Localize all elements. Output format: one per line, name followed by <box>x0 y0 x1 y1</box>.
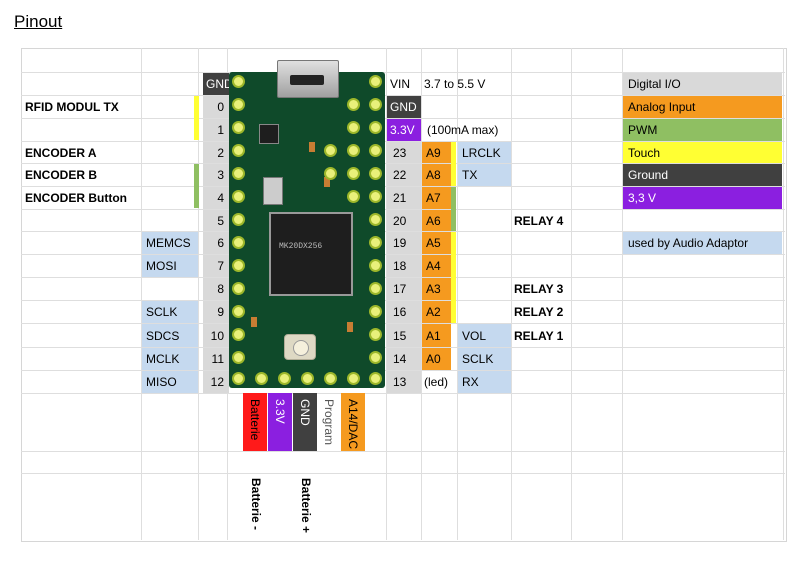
pin-17: 17 <box>387 278 421 300</box>
analog-a4: A4 <box>422 255 451 277</box>
legend-digital-io: Digital I/O <box>623 73 782 95</box>
bottom-program: Program <box>322 399 336 446</box>
touch-marker-right-2 <box>451 232 456 323</box>
audio-pin-miso: MISO <box>142 371 198 393</box>
vin-pin: VIN <box>390 77 411 91</box>
legend-audio: used by Audio Adaptor <box>623 232 782 254</box>
pin-16: 16 <box>387 301 421 323</box>
pin-5: 5 <box>203 210 229 231</box>
audio-pin-memcs: MEMCS <box>142 232 198 254</box>
audio-pin-mosi: MOSI <box>142 255 198 277</box>
analog-a7: A7 <box>422 187 451 209</box>
analog-a5: A5 <box>422 232 451 254</box>
pin-8: 8 <box>203 278 229 300</box>
analog-a3: A3 <box>422 278 451 300</box>
v33-pin: 3.3V <box>387 119 421 141</box>
pin-23: 23 <box>387 142 421 163</box>
encoder-a-label: ENCODER A <box>25 146 97 160</box>
pin-7: 7 <box>203 255 229 277</box>
pin-6: 6 <box>203 232 229 254</box>
audio-pin-mclk: MCLK <box>142 348 198 370</box>
audio-pin-sdcs: SDCS <box>142 324 198 347</box>
battery-minus-label: Batterie - <box>249 478 263 531</box>
page-title: Pinout <box>14 12 63 31</box>
pin-1: 1 <box>203 119 229 141</box>
pin-11: 11 <box>203 348 229 370</box>
crystal <box>263 177 283 205</box>
vin-range: 3.7 to 5.5 V <box>424 77 486 91</box>
legend-analog: Analog Input <box>623 96 782 118</box>
pin-22: 22 <box>387 164 421 186</box>
encoder-b-label: ENCODER B <box>25 168 98 182</box>
bottom-gnd: GND <box>293 393 317 451</box>
analog-a2: A2 <box>422 301 451 323</box>
pin-3: 3 <box>203 164 229 186</box>
relay-3-label: RELAY 3 <box>514 282 564 296</box>
audio-pin-rx: RX <box>458 371 511 393</box>
pin-21: 21 <box>387 187 421 209</box>
audio-pin-lrclk: LRCLK <box>458 142 511 163</box>
legend-touch: Touch <box>623 142 782 163</box>
pin-18: 18 <box>387 255 421 277</box>
pin-2: 2 <box>203 142 229 163</box>
v33-note: (100mA max) <box>427 123 499 137</box>
analog-a1: A1 <box>422 324 451 347</box>
pin-20: 20 <box>387 210 421 231</box>
analog-a0: A0 <box>422 348 451 370</box>
main-chip: MK20DX256 <box>269 212 353 296</box>
analog-a6: A6 <box>422 210 451 231</box>
audio-pin-sclk-right: SCLK <box>458 348 511 370</box>
pin-15: 15 <box>387 324 421 347</box>
analog-a8: A8 <box>422 164 451 186</box>
analog-a9: A9 <box>422 142 451 163</box>
relay-1-label: RELAY 1 <box>514 328 564 343</box>
led-note: (led) <box>424 375 449 389</box>
audio-pin-tx: TX <box>458 164 511 186</box>
pin-12: 12 <box>203 371 229 393</box>
program-button <box>284 334 316 360</box>
bottom-3v3: 3.3V <box>268 393 292 451</box>
rfid-label: RFID MODUL TX <box>25 100 119 114</box>
legend-pwm: PWM <box>623 119 782 141</box>
small-chip <box>259 124 279 144</box>
pin-14: 14 <box>387 348 421 370</box>
usb-connector <box>277 60 339 98</box>
left-gnd-pin: GND <box>203 73 233 95</box>
audio-pin-vol: VOL <box>458 324 511 347</box>
relay-2-label: RELAY 2 <box>514 305 564 319</box>
touch-marker-right <box>451 142 456 186</box>
pwm-marker <box>194 164 199 208</box>
pin-19: 19 <box>387 232 421 254</box>
pin-4: 4 <box>203 187 229 209</box>
pwm-marker-right <box>451 187 456 231</box>
encoder-button-label: ENCODER Button <box>25 191 127 205</box>
teensy-board: MK20DX256 <box>229 60 385 388</box>
pin-13: 13 <box>387 371 421 393</box>
bottom-batterie: Batterie <box>243 393 267 451</box>
touch-marker <box>194 96 199 140</box>
bottom-dac: A14/DAC <box>341 393 365 451</box>
pin-0: 0 <box>203 96 229 118</box>
battery-plus-label: Batterie + <box>299 478 313 534</box>
audio-pin-sclk: SCLK <box>142 301 198 323</box>
relay-4-label: RELAY 4 <box>514 213 564 228</box>
pin-9: 9 <box>203 301 229 323</box>
legend-ground: Ground <box>623 164 782 186</box>
pin-10: 10 <box>203 324 229 347</box>
legend-power: 3,3 V <box>623 187 782 209</box>
right-gnd-pin: GND <box>387 96 421 118</box>
